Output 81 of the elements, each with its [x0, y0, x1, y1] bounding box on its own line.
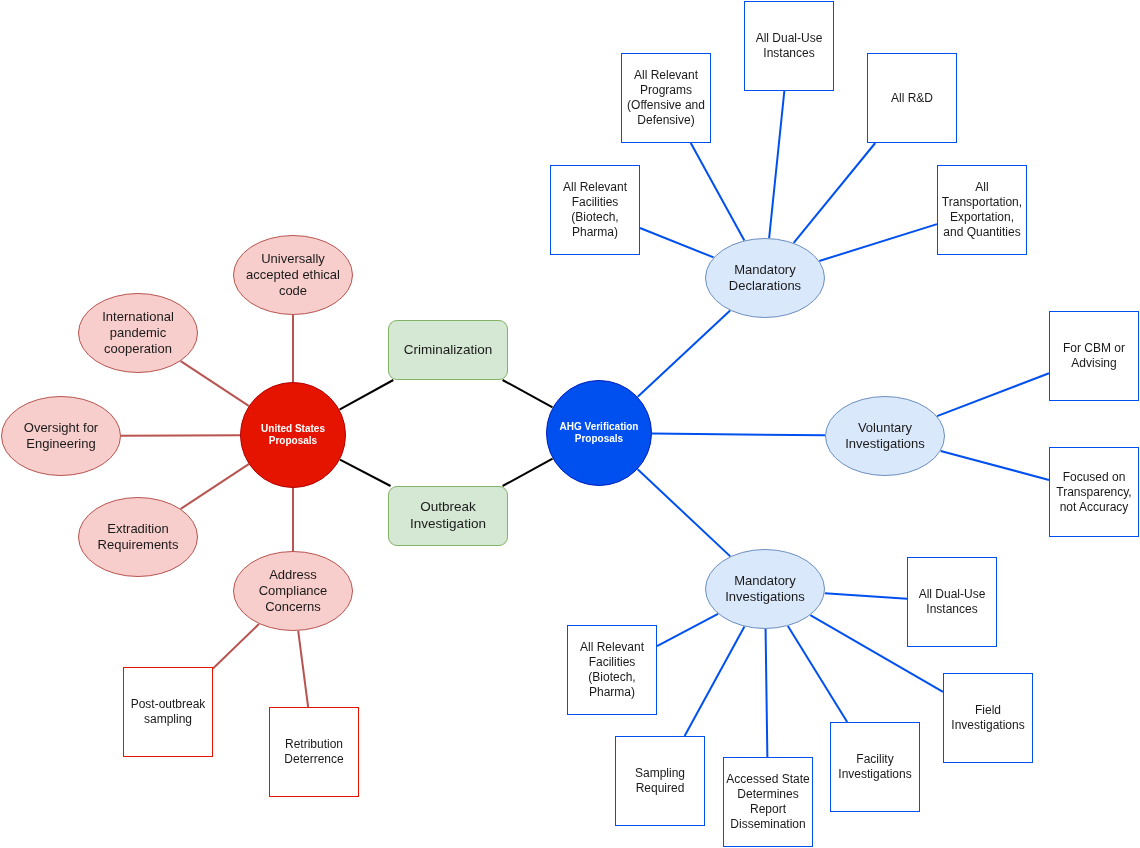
connector-line [651, 432, 826, 437]
hub-circle [240, 382, 346, 488]
connector-line [179, 463, 250, 510]
node-label: All Dual-Use Instances [754, 31, 824, 61]
detail-box [744, 1, 834, 91]
connector-line [792, 142, 877, 244]
connector-line [809, 614, 944, 693]
node-label: Focused on Transparency, not Accuracy [1055, 469, 1133, 515]
connector-line [292, 314, 294, 383]
detail-box [567, 625, 657, 715]
topic-ellipse [78, 293, 198, 373]
connector-line [823, 592, 908, 600]
node-label: Accessed State Determines Report Dissemination [725, 772, 811, 832]
connector-line [936, 372, 1050, 418]
detail-box [621, 53, 711, 143]
node-label: Oversight for Engineering [22, 419, 100, 453]
detail-box [269, 707, 359, 797]
node-label: Retribution Deterrence [283, 737, 345, 767]
node-label: All Dual-Use Instances [917, 587, 987, 617]
node-label: Mandatory Declarations [727, 261, 803, 295]
topic-ellipse [78, 497, 198, 577]
connector-line [683, 625, 746, 737]
detail-box [943, 673, 1033, 763]
topic-ellipse [1, 396, 121, 476]
connector-line [764, 628, 769, 758]
node-label: United States Proposals [260, 422, 326, 448]
detail-box [867, 53, 957, 143]
connector-line [768, 90, 786, 240]
node-label: Post-outbreak sampling [129, 697, 207, 727]
detail-box [723, 757, 813, 847]
node-label: Address Compliance Concerns [257, 566, 329, 616]
topic-ellipse [705, 549, 825, 629]
connector-line [212, 622, 260, 670]
node-label: All R&D [890, 90, 934, 106]
connector-line [292, 487, 294, 552]
node-label: All Transportation, Exportation, and Quantities [940, 180, 1024, 240]
connector-line [656, 612, 719, 648]
node-label: Voluntary Investigations [844, 419, 926, 453]
node-label: All Relevant Programs (Offensive and Defensive) [626, 68, 706, 128]
detail-box [615, 736, 705, 826]
detail-box [830, 722, 920, 812]
node-label: Criminalization [403, 341, 493, 359]
topic-box [388, 486, 508, 546]
connector-line [818, 223, 938, 262]
topic-ellipse [705, 238, 825, 318]
detail-box [123, 667, 213, 757]
node-label: Mandatory Investigations [724, 572, 806, 606]
topic-ellipse [233, 235, 353, 315]
hub-circle [546, 380, 652, 486]
detail-box [907, 557, 997, 647]
topic-box [388, 320, 508, 380]
node-label: All Relevant Facilities (Biotech, Pharma) [579, 640, 645, 700]
connector-line [636, 468, 732, 558]
node-label: Facility Investigations [837, 752, 913, 782]
connector-line [179, 360, 250, 407]
node-label: Sampling Required [634, 766, 686, 796]
topic-ellipse [233, 551, 353, 631]
connector-line [786, 625, 849, 723]
detail-box [937, 165, 1027, 255]
topic-ellipse [825, 396, 945, 476]
node-label: For CBM or Advising [1062, 341, 1126, 371]
connector-line [297, 629, 310, 708]
node-label: Outbreak Investigation [409, 499, 487, 533]
detail-box [550, 165, 640, 255]
connector-line [636, 309, 732, 398]
node-label: Extradition Requirements [96, 520, 180, 554]
connector-line [120, 434, 241, 437]
connector-line [501, 457, 554, 487]
node-label: AHG Verification Proposals [558, 420, 640, 446]
node-label: International pandemic cooperation [101, 308, 175, 358]
detail-box [1049, 311, 1139, 401]
connector-line [939, 449, 1050, 481]
connector-line [639, 227, 715, 259]
node-label: Universally accepted ethical code [245, 250, 341, 300]
detail-box [1049, 447, 1139, 537]
node-label: Field Investigations [950, 703, 1026, 733]
node-label: All Relevant Facilities (Biotech, Pharma) [562, 180, 628, 240]
connector-line [338, 379, 395, 411]
connector-line [501, 379, 554, 409]
connector-line [689, 142, 746, 242]
connector-line [338, 458, 392, 487]
